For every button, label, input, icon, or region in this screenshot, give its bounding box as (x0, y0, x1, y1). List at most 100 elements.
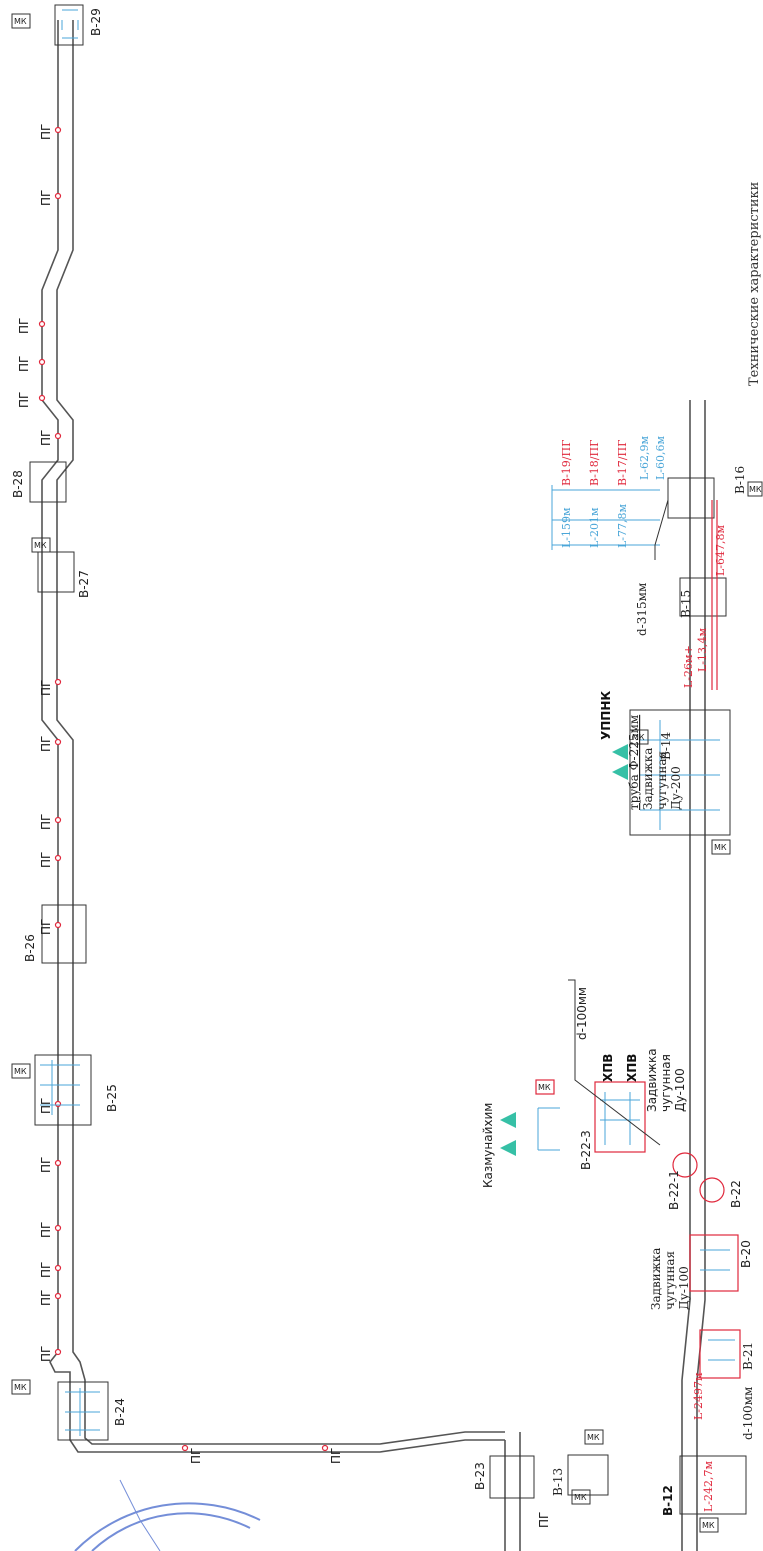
label-valve-200-3: Ду-200 (669, 766, 683, 810)
pg-label: ПГ (17, 392, 31, 408)
well-b15 (679, 577, 727, 617)
pg-label: ПГ (39, 1262, 53, 1278)
mk-tag: МК (11, 13, 31, 29)
label-d100-left: d-100мм (741, 1387, 755, 1440)
mk-tag: МК (747, 481, 763, 497)
label-valve-top-2: чугунная (659, 1054, 673, 1112)
pg-marker (38, 394, 46, 402)
pg-marker (321, 1444, 329, 1452)
label-l606: L-60,6м (654, 435, 667, 480)
pg-label: ПГ (39, 1346, 53, 1362)
label-l201: L-201м (588, 507, 601, 548)
label-valve-left-2: чугунная (663, 1251, 677, 1310)
arrow-utpnk-1 (612, 744, 628, 760)
vertical-title: Технические характеристики (747, 182, 762, 386)
label-b18pg: В-18/ПГ (588, 440, 601, 486)
label-valve-200-2: чугунная (655, 751, 669, 810)
mk-tag: МК (11, 1379, 31, 1395)
svg-text:МК: МК (34, 541, 47, 550)
pg-marker (54, 1348, 62, 1356)
well-b20 (689, 1234, 739, 1292)
well-b16 (667, 477, 715, 519)
green-arrows (500, 744, 628, 1156)
arrow-utpnk-2 (612, 764, 628, 780)
pg-label: ПГ (39, 1290, 53, 1306)
label-b27: В-27 (77, 570, 91, 598)
label-khv-1: ХПВ (601, 1054, 615, 1082)
mk-tags: МК МК МК МК МК МК МК МК МК МК МК (11, 13, 763, 1533)
pg-marker (181, 1444, 189, 1452)
well-b25 (34, 1054, 92, 1126)
label-b26: В-26 (23, 934, 37, 962)
label-b24: В-24 (113, 1398, 127, 1426)
label-valve-top-1: Задвижка (645, 1048, 659, 1112)
well-labels: В-29 В-28 В-27 В-26 В-25 В-24 В-23 В-13 … (11, 8, 755, 1516)
well-b23 (489, 1455, 535, 1499)
label-b22: В-22 (729, 1180, 743, 1208)
mk-tag: МК (711, 839, 731, 855)
svg-text:МК: МК (587, 1433, 600, 1442)
label-d315: d-315мм (635, 583, 649, 636)
label-valve-left-1: Задвижка (649, 1248, 663, 1310)
pg-label: ПГ (17, 356, 31, 372)
arrow-kazmunaikhim-1 (500, 1112, 516, 1128)
well-b29 (54, 4, 84, 46)
pg-marker (54, 1224, 62, 1232)
label-b21: В-21 (741, 1342, 755, 1370)
label-pipe-spec: труба Ф-225мм (627, 715, 641, 810)
mk-tag: МК (571, 1489, 591, 1505)
well-b12 (679, 1455, 747, 1515)
label-b16: В-16 (733, 466, 747, 494)
pg-label: ПГ (39, 852, 53, 868)
mk-tag: МК (535, 1079, 555, 1095)
svg-text:МК: МК (702, 1521, 715, 1530)
pg-label: ПГ (189, 1448, 203, 1464)
svg-text:МК: МК (632, 733, 645, 742)
pg-label: ПГ (39, 680, 53, 696)
svg-text:МК: МК (749, 485, 762, 494)
mk-tag: МК (699, 1517, 719, 1533)
label-kazmunaikhim: Казмунайхим (481, 1103, 495, 1188)
svg-text:МК: МК (714, 843, 727, 852)
pg-label: ПГ (39, 1098, 53, 1114)
pg-label: ПГ (537, 1512, 551, 1528)
label-b15: В-15 (679, 590, 693, 618)
well-b21 (699, 1329, 741, 1379)
label-valve-left-3: Ду-100 (677, 1266, 691, 1310)
annotations: Казмунайхим ХПВ ХПВ d-100мм Задвижка чуг… (481, 435, 755, 1512)
leader-d315 (654, 499, 669, 560)
label-l26: L-26м+ (682, 645, 695, 688)
label-b23: В-23 (473, 1462, 487, 1490)
label-b12: В-12 (661, 1485, 675, 1516)
pg-marker (54, 1292, 62, 1300)
pg-marker (54, 126, 62, 134)
well-b24 (57, 1381, 109, 1441)
well-b28 (29, 461, 67, 503)
label-l647: L-647,8м (714, 524, 727, 576)
pg-label: ПГ (39, 736, 53, 752)
pg-label: ПГ (39, 1157, 53, 1173)
label-l159: L-159м (560, 507, 573, 548)
well-b27 (37, 551, 75, 593)
svg-text:МК: МК (538, 1083, 551, 1092)
pg-label: ПГ (39, 430, 53, 446)
pg-marker (54, 1159, 62, 1167)
label-l2497: L-2497м (692, 1372, 705, 1420)
label-b29: В-29 (89, 8, 103, 36)
label-l134: L-13,4м (696, 627, 709, 672)
label-valve-top-3: Ду-100 (673, 1068, 687, 1112)
label-l629: L-62,9м (638, 435, 651, 480)
pg-marker (54, 921, 62, 929)
well-b13 (567, 1454, 609, 1496)
label-d100-top: d-100мм (575, 987, 589, 1040)
label-b13: В-13 (551, 1468, 565, 1496)
well-b22-3 (594, 1081, 646, 1153)
svg-text:МК: МК (14, 1383, 27, 1392)
svg-text:МК: МК (14, 17, 27, 26)
pg-labels: ПГ ПГ ПГ ПГ ПГ ПГ ПГ ПГ ПГ ПГ ПГ ПГ ПГ П… (17, 124, 551, 1528)
label-valve-200-1: Задвижка (641, 748, 655, 810)
well-boxes (29, 4, 747, 1515)
mk-tag: МК (11, 1063, 31, 1079)
well-b26 (41, 904, 87, 964)
